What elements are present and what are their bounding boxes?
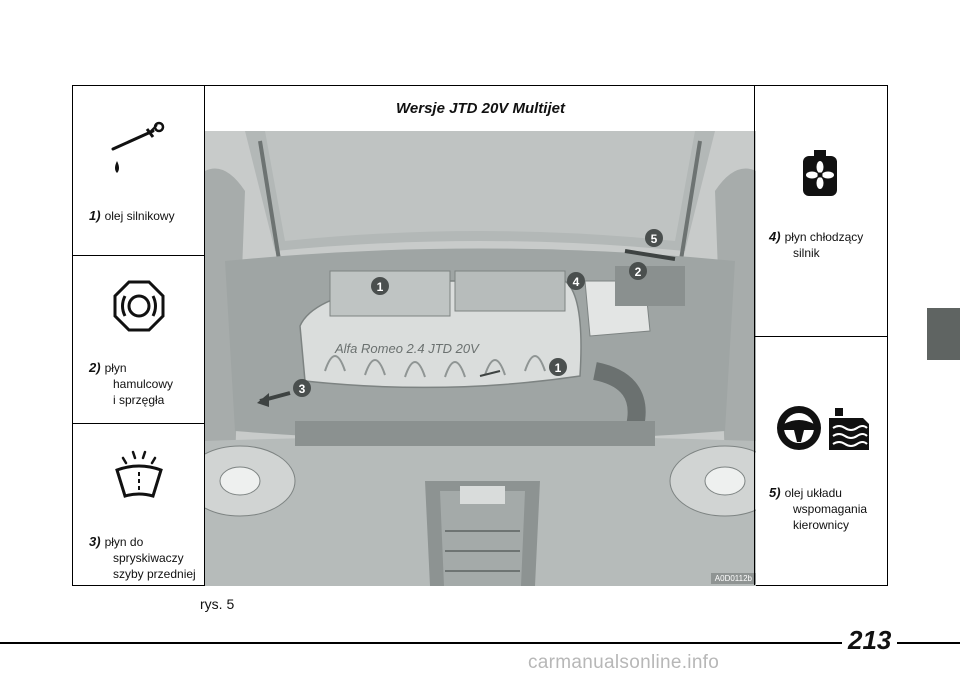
callout-number: 4	[573, 275, 580, 289]
right-legend-column: 4)płyn chłodzący silnik 5)olej układu ws…	[754, 86, 887, 585]
watermark: carmanualsonline.info	[528, 652, 720, 673]
callout-number: 5	[651, 232, 658, 246]
page-number: 213	[842, 625, 898, 656]
photo-code-label: A0D0112b	[710, 573, 756, 584]
windscreen-washer-icon	[115, 450, 163, 498]
legend-caption-2: 2)płyn hamulcowy i sprzęgła	[89, 360, 173, 408]
legend-text-line: płyn do	[104, 535, 144, 549]
legend-text-line: wspomagania	[793, 502, 868, 516]
engine-bay-photo: Alfa Romeo 2.4 JTD 20V	[205, 131, 756, 586]
footer-rule	[0, 642, 960, 644]
legend-number: 4)	[769, 229, 781, 244]
figure-title: Wersje JTD 20V Multijet	[205, 86, 756, 132]
figure-frame: 1)olej silnikowy 2)płyn hamulcowy i sprz…	[72, 85, 888, 586]
legend-text-line: olej układu	[784, 486, 842, 500]
callout-marker-1: 1	[371, 277, 389, 295]
center-panel: Wersje JTD 20V Multijet Alfa Romeo 2.4 J…	[205, 86, 756, 586]
legend-text-line: i sprzęgła	[113, 393, 165, 407]
figure-label: rys. 5	[200, 596, 235, 612]
legend-text-line: płyn	[104, 361, 127, 375]
legend-text-line: hamulcowy	[113, 377, 174, 391]
legend-cell-1: 1)olej silnikowy	[73, 86, 204, 256]
callout-marker-3: 3	[293, 379, 311, 397]
legend-text-line: olej silnikowy	[104, 209, 175, 223]
legend-cell-4: 4)płyn chłodzący silnik	[755, 86, 887, 337]
power-steering-icon	[777, 406, 869, 450]
callout-marker-1b: 1	[549, 358, 567, 376]
legend-caption-4: 4)płyn chłodzący silnik	[769, 229, 863, 261]
legend-cell-5: 5)olej układu wspomagania kierownicy	[755, 337, 887, 586]
legend-caption-1: 1)olej silnikowy	[89, 208, 175, 224]
callout-marker-2: 2	[629, 262, 647, 280]
dipstick-icon	[111, 121, 165, 173]
callout-number: 1	[377, 280, 384, 294]
callout-number: 3	[299, 382, 306, 396]
left-legend-column: 1)olej silnikowy 2)płyn hamulcowy i sprz…	[73, 86, 205, 585]
legend-number: 1)	[89, 208, 101, 223]
legend-number: 3)	[89, 534, 101, 549]
coolant-icon	[803, 150, 837, 196]
legend-cell-3: 3)płyn do spryskiwaczy szyby przedniej	[73, 424, 204, 586]
callout-marker-5: 5	[645, 229, 663, 247]
legend-caption-3: 3)płyn do spryskiwaczy szyby przedniej	[89, 534, 196, 582]
legend-number: 2)	[89, 360, 101, 375]
legend-text-line: spryskiwaczy	[113, 551, 184, 565]
legend-text-line: płyn chłodzący	[784, 230, 864, 244]
legend-caption-5: 5)olej układu wspomagania kierownicy	[769, 485, 867, 533]
callout-number: 1	[555, 361, 562, 375]
callout-number: 2	[635, 265, 642, 279]
legend-cell-2: 2)płyn hamulcowy i sprzęgła	[73, 256, 204, 424]
callout-marker-4: 4	[567, 272, 585, 290]
engine-badge-text: Alfa Romeo 2.4 JTD 20V	[334, 341, 480, 356]
section-tab	[927, 308, 960, 360]
engine-bay-illustration: Alfa Romeo 2.4 JTD 20V	[205, 131, 756, 586]
legend-text-line: szyby przedniej	[113, 567, 196, 581]
legend-number: 5)	[769, 485, 781, 500]
legend-text-line: silnik	[793, 246, 820, 260]
legend-text-line: kierownicy	[793, 518, 850, 532]
brake-fluid-icon	[113, 280, 165, 332]
